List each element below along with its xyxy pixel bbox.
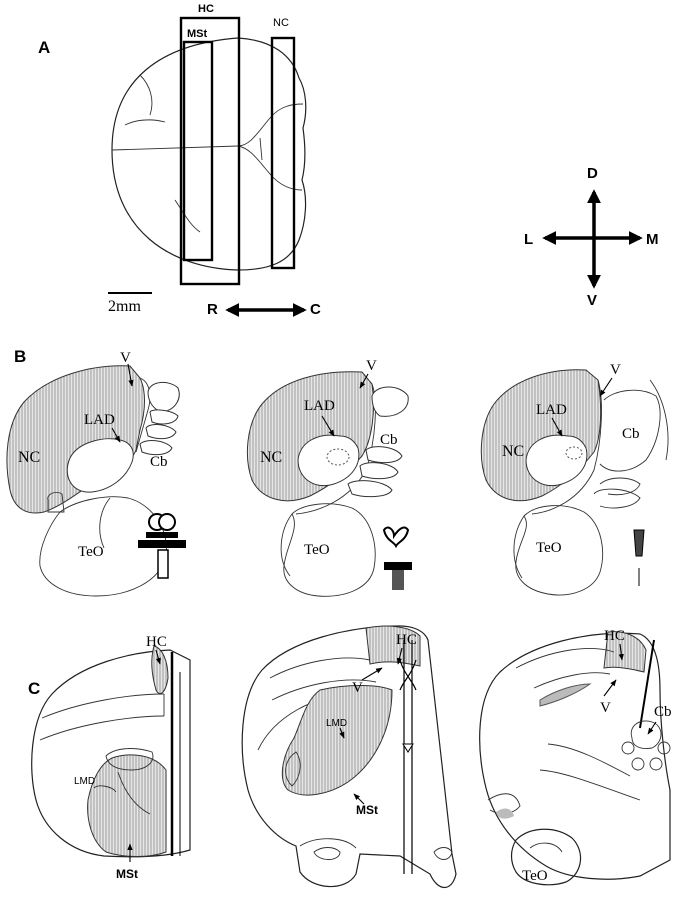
- b2-label-lad: LAD: [304, 398, 335, 414]
- section-c2: HC V LMD MSt: [241, 625, 457, 889]
- panel-b: B V LAD NC Cb: [6, 347, 669, 597]
- section-b3: V LAD NC Cb TeO: [480, 362, 669, 596]
- brainstem-glyph: [138, 513, 186, 579]
- panel-c: C HC LMD MSt: [28, 625, 672, 889]
- b2-label-nc: NC: [260, 449, 282, 466]
- brainstem-glyph-b2: [382, 526, 412, 590]
- nc-box: [270, 36, 296, 270]
- c3-label-teo: TeO: [522, 868, 548, 884]
- panel-b-letter: B: [14, 347, 26, 366]
- c1-label-mst: MSt: [116, 867, 138, 881]
- c2-label-hc: HC: [396, 632, 417, 648]
- scale-bar-label: 2mm: [108, 298, 141, 315]
- dorsal-brain-outline: [111, 37, 307, 271]
- panel-a-letter: A: [38, 38, 50, 57]
- c2-label-mst: MSt: [356, 803, 378, 817]
- mst-box-label: MSt: [187, 28, 208, 40]
- section-b1: V LAD NC Cb TeO: [6, 350, 186, 597]
- panel-a: A HC MSt NC 2mm R C: [38, 3, 321, 318]
- mst-box: [182, 40, 214, 262]
- b1-label-cb: Cb: [150, 454, 168, 470]
- b2-label-teo: TeO: [304, 542, 330, 558]
- c2-label-lmd: LMD: [326, 718, 347, 729]
- compass-ventral-label: V: [587, 292, 597, 309]
- b3-label-lad: LAD: [536, 402, 567, 418]
- axis-caudal-label: C: [310, 301, 321, 318]
- b2-label-v: V: [366, 358, 377, 374]
- c3-label-hc: HC: [604, 628, 625, 644]
- compass-lateral-label: L: [524, 231, 533, 248]
- axis-rostral-label: R: [207, 301, 218, 318]
- nc-box-label: NC: [273, 17, 289, 29]
- hc-box-label: HC: [198, 3, 214, 15]
- c3-label-v: V: [600, 700, 611, 716]
- hc-box: [179, 16, 241, 286]
- section-b2: V LAD NC Cb TeO: [246, 358, 412, 597]
- compass-medial-label: M: [646, 231, 659, 248]
- b1-label-v: V: [120, 350, 131, 366]
- c1-label-lmd: LMD: [74, 776, 95, 787]
- b1-label-nc: NC: [18, 449, 40, 466]
- brainstem-glyph-b3: [633, 529, 645, 586]
- orientation-compass: D V L M: [524, 165, 659, 309]
- c2-label-v: V: [352, 680, 363, 696]
- section-c1: HC LMD MSt: [31, 634, 191, 881]
- c3-label-cb: Cb: [654, 704, 672, 720]
- b3-label-v: V: [610, 362, 621, 378]
- c1-label-hc: HC: [146, 634, 167, 650]
- b2-label-cb: Cb: [380, 432, 398, 448]
- b1-label-lad: LAD: [84, 412, 115, 428]
- section-c3: HC V Cb TeO: [479, 628, 672, 886]
- b3-label-teo: TeO: [536, 540, 562, 556]
- b3-label-nc: NC: [502, 443, 524, 460]
- compass-dorsal-label: D: [587, 165, 598, 182]
- b3-label-cb: Cb: [622, 426, 640, 442]
- b1-label-teo: TeO: [78, 544, 104, 560]
- panel-c-letter: C: [28, 679, 40, 698]
